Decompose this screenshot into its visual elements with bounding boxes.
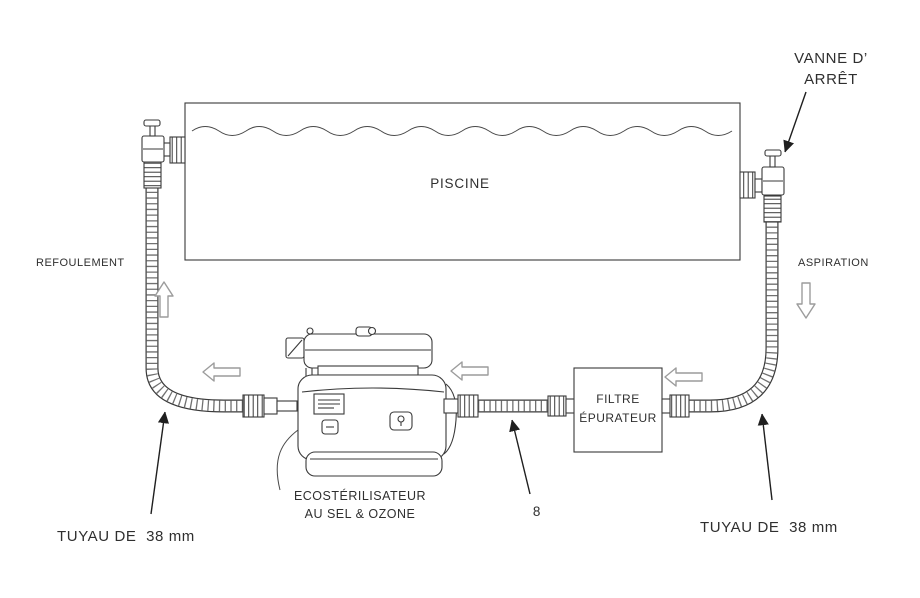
leader-hose-left — [150, 412, 165, 515]
valve-handle — [143, 119, 161, 127]
flow-arrows — [154, 281, 816, 387]
wall-nut — [739, 171, 756, 199]
flow-arrow-down — [796, 282, 816, 319]
filter-label-line1: FILTRE — [596, 392, 639, 406]
sterilizer-pump-unit — [276, 326, 459, 491]
aspiration-label: ASPIRATION — [798, 257, 869, 269]
shutoff-valve-label-line2: ARRÊT — [804, 71, 858, 88]
left-valve-assembly — [141, 119, 186, 164]
right-valve-assembly — [739, 149, 785, 199]
flow-arrow-left-2 — [450, 361, 489, 381]
sterilizer-label-line2: AU SEL & OZONE — [305, 507, 416, 521]
filter-box: FILTRE ÉPURATEUR — [573, 367, 663, 453]
hose-fitting — [547, 395, 567, 417]
pool-label: PISCINE — [430, 176, 490, 191]
pump-to-filter-hose — [457, 394, 576, 418]
hose-adapter-fitting — [143, 161, 162, 189]
wall-nut — [169, 136, 186, 164]
hose-size-label-right: TUYAU DE 38 mm — [700, 519, 838, 536]
motor-housing — [303, 333, 433, 369]
valve-stem — [769, 155, 776, 168]
water-surface-wave — [191, 126, 733, 136]
left-return-hose — [143, 161, 298, 418]
refoulement-label: REFOULEMENT — [36, 257, 125, 269]
flow-arrow-left-3 — [664, 367, 703, 387]
flow-arrow-up — [154, 281, 174, 318]
leader-part-8 — [512, 420, 531, 495]
pool: PISCINE — [184, 102, 741, 261]
hose-fitting — [669, 394, 690, 418]
valve-stem — [149, 124, 156, 137]
hose-size-label-left: TUYAU DE 38 mm — [57, 528, 195, 545]
shutoff-valve-label-line1: VANNE D’ — [794, 50, 868, 67]
hose-coupling-fitting — [242, 394, 265, 418]
hose-adapter-fitting — [763, 195, 782, 223]
right-suction-hose — [661, 195, 782, 418]
hose-fitting — [457, 394, 479, 418]
leader-hose-right — [762, 414, 773, 501]
flow-arrow-left-1 — [202, 362, 241, 382]
part-number-label: 8 — [533, 504, 541, 519]
valve-handle — [764, 149, 782, 157]
labels: VANNE D’ ARRÊT REFOULEMENT ASPIRATION EC… — [36, 50, 869, 545]
callout-leaders — [150, 91, 807, 515]
motor-screw — [367, 326, 377, 336]
pump-base — [305, 451, 443, 477]
control-button — [389, 411, 413, 431]
leader-shutoff-valve — [785, 91, 807, 152]
motor-neck — [317, 365, 419, 376]
filter-label-line2: ÉPURATEUR — [579, 410, 657, 425]
sterilizer-label-line1: ECOSTÉRILISATEUR — [294, 488, 426, 503]
